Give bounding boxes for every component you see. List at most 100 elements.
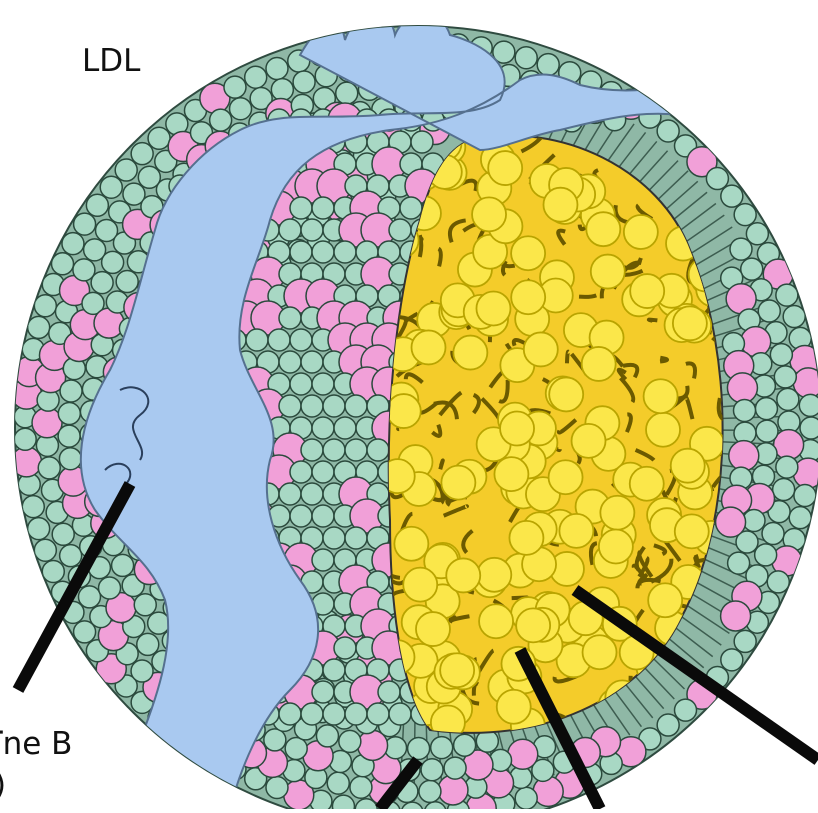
cholesteryl-ester — [586, 212, 620, 246]
cholesteryl-ester — [511, 236, 545, 270]
phospholipid-head — [224, 76, 246, 98]
phospholipid-head — [734, 204, 756, 226]
phospholipid-head — [268, 329, 290, 351]
cholesteryl-ester — [494, 457, 528, 491]
phospholipid-head — [675, 699, 697, 721]
phospholipid-head — [74, 213, 96, 235]
phospholipid-head — [28, 316, 50, 338]
cholesteryl-ester — [572, 424, 606, 458]
phospholipid-head — [537, 54, 559, 76]
phospholipid-head — [767, 571, 789, 593]
phospholipid-head — [34, 295, 56, 317]
phospholipid-head — [99, 577, 121, 599]
phospholipid-head — [246, 329, 268, 351]
phospholipid-head — [773, 479, 795, 501]
phospholipid-head — [279, 703, 301, 725]
cholesterol-head — [716, 507, 746, 537]
phospholipid-head — [334, 417, 356, 439]
phospholipid-head — [770, 344, 792, 366]
phospholipid-head — [279, 483, 301, 505]
phospholipid-head — [776, 456, 798, 478]
cholesteryl-ester — [549, 377, 583, 411]
cholesteryl-ester — [624, 215, 658, 249]
phospholipid-head — [515, 787, 537, 809]
phospholipid-head — [774, 366, 796, 388]
phospholipid-head — [776, 284, 798, 306]
phospholipid-head — [421, 759, 443, 781]
phospholipid-head — [22, 496, 44, 518]
phospholipid-head — [14, 428, 36, 450]
phospholipid-head — [312, 241, 334, 263]
phospholipid-head — [323, 659, 345, 681]
phospholipid-head — [323, 395, 345, 417]
phospholipid-head — [62, 233, 84, 255]
cholesteryl-ester — [630, 274, 664, 308]
label-apolipoprotein-line-2: ) — [0, 768, 6, 802]
phospholipid-head — [316, 725, 338, 747]
phospholipid-head — [312, 549, 334, 571]
phospholipid-head — [758, 300, 780, 322]
cholesteryl-ester — [446, 558, 480, 592]
label-apolipoprotein-line-1: ïne B — [0, 727, 72, 761]
phospholipid-head — [301, 483, 323, 505]
ester-tail — [708, 714, 732, 726]
cholesteryl-ester — [476, 291, 510, 325]
phospholipid-head — [91, 272, 113, 294]
ester-tail — [660, 358, 667, 362]
phospholipid-head — [345, 395, 367, 417]
cholesteryl-ester — [543, 188, 577, 222]
phospholipid-head — [266, 776, 288, 798]
phospholipid-head — [290, 461, 312, 483]
phospholipid-head — [312, 373, 334, 395]
phospholipid-head — [789, 507, 811, 529]
phospholipid-head — [52, 253, 74, 275]
diagram-title: LDL — [82, 44, 140, 78]
cholesteryl-ester — [630, 467, 664, 501]
cholesteryl-ester — [582, 347, 616, 381]
phospholipid-head — [279, 219, 301, 241]
phospholipid-head — [112, 554, 134, 576]
cholesteryl-ester — [559, 514, 593, 548]
phospholipid-head — [116, 271, 138, 293]
phospholipid-head — [345, 703, 367, 725]
phospholipid-head — [431, 737, 453, 759]
phospholipid-head — [378, 681, 400, 703]
phospholipid-head — [293, 71, 315, 93]
cholesteryl-ester — [591, 255, 625, 289]
phospholipid-head — [285, 738, 307, 760]
phospholipid-head — [58, 403, 80, 425]
phospholipid-head — [755, 398, 777, 420]
cholesteryl-ester — [479, 604, 513, 638]
phospholipid-head — [794, 484, 816, 506]
cholesteryl-ester — [509, 521, 543, 555]
cholesteryl-ester — [500, 412, 534, 446]
cholesterol-head — [727, 373, 757, 403]
phospholipid-head — [389, 703, 411, 725]
phospholipid-head — [777, 388, 799, 410]
cholesterol-head — [32, 408, 62, 438]
phospholipid-head — [756, 420, 778, 442]
phospholipid-head — [245, 66, 267, 88]
ester-tail — [649, 320, 657, 321]
phospholipid-head — [312, 461, 334, 483]
phospholipid-head — [279, 351, 301, 373]
cholesteryl-ester — [488, 151, 522, 185]
phospholipid-head — [102, 251, 124, 273]
phospholipid-head — [42, 560, 64, 582]
phospholipid-head — [301, 219, 323, 241]
phospholipid-head — [312, 417, 334, 439]
cholesteryl-ester — [394, 527, 428, 561]
cholesteryl-ester — [648, 583, 682, 617]
phospholipid-head — [58, 425, 80, 447]
phospholipid-head — [131, 660, 153, 682]
phospholipid-head — [730, 238, 752, 260]
phospholipid-head — [301, 703, 323, 725]
cholesteryl-ester — [453, 336, 487, 370]
phospholipid-head — [301, 395, 323, 417]
phospholipid-head — [301, 439, 323, 461]
phospholipid-head — [411, 131, 433, 153]
phospholipid-head — [301, 351, 323, 373]
phospholipid-head — [334, 241, 356, 263]
phospholipid-head — [137, 633, 159, 655]
phospholipid-head — [334, 637, 356, 659]
